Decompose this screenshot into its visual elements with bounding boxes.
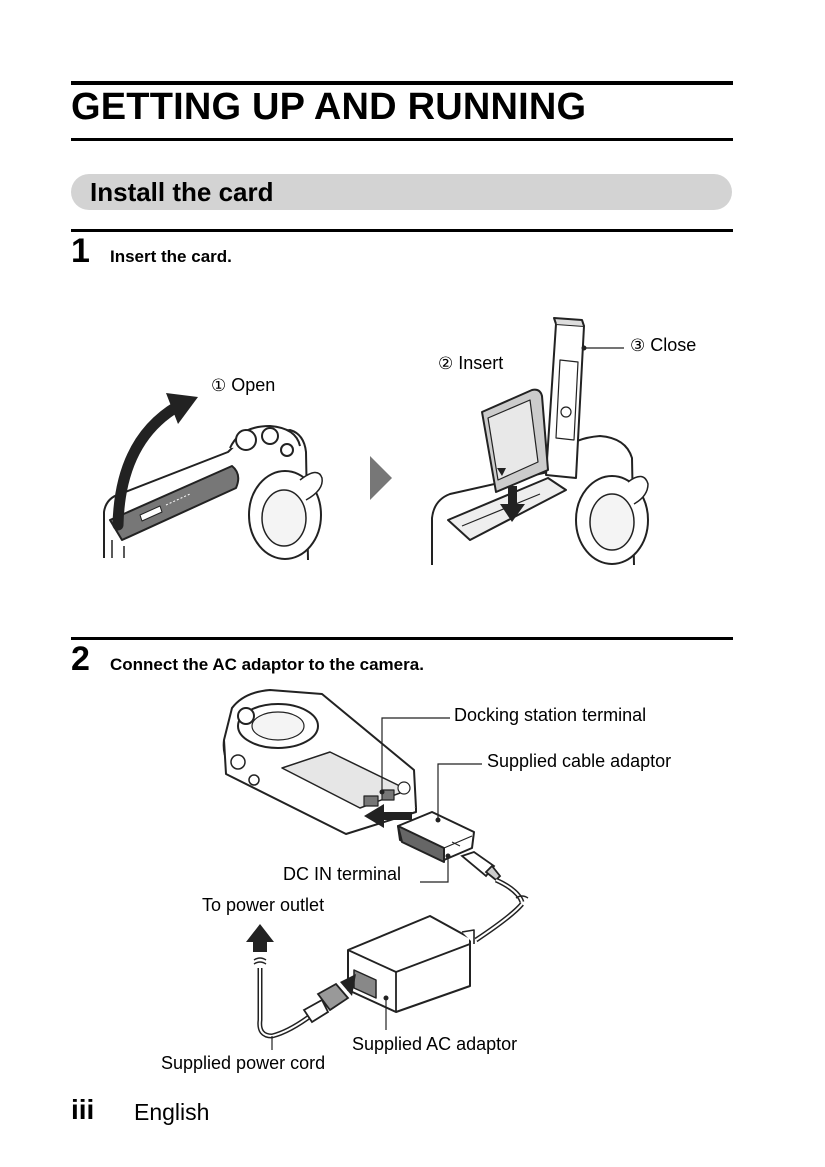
label-open: ① Open xyxy=(211,375,276,395)
camera-rear-drawing xyxy=(222,689,417,835)
camera-open-cover-drawing xyxy=(103,425,323,561)
section-header: Install the card xyxy=(71,174,732,210)
label-ac-adaptor: Supplied AC adaptor xyxy=(352,1034,518,1054)
open-arrow-head xyxy=(166,393,198,424)
label-docking-terminal: Docking station terminal xyxy=(454,705,647,725)
dc-plug-drawing xyxy=(460,851,502,882)
insert-arrow-shaft xyxy=(508,486,517,508)
page-number: iii xyxy=(71,1094,95,1125)
section-title: Install the card xyxy=(90,177,274,207)
cable-adaptor-drawing xyxy=(397,811,475,863)
top-rule xyxy=(71,81,733,85)
step-2-number: 2 xyxy=(71,640,90,678)
power-plug-arrow xyxy=(340,974,356,996)
card-insert-illustration xyxy=(103,317,649,566)
label-power-outlet: To power outlet xyxy=(202,895,325,915)
connect-arrow xyxy=(364,804,412,828)
step-2-rule xyxy=(71,637,733,640)
step-arrow-icon xyxy=(370,456,392,500)
label-close: ③ Close xyxy=(630,335,697,355)
step-1-text: Insert the card. xyxy=(110,247,232,266)
page-title: GETTING UP AND RUNNING xyxy=(71,86,587,128)
step-1-rule xyxy=(71,229,733,232)
insert-arrow-head xyxy=(500,504,525,522)
step-1-number: 1 xyxy=(71,232,90,270)
label-dc-in-terminal: DC IN terminal xyxy=(283,864,402,884)
step-2-text: Connect the AC adaptor to the camera. xyxy=(110,655,424,674)
power-plug-drawing xyxy=(302,982,350,1024)
power-outlet-arrow xyxy=(246,924,274,952)
label-power-cord: Supplied power cord xyxy=(161,1053,326,1073)
footer-language: English xyxy=(134,1099,210,1125)
title-underline xyxy=(71,138,733,141)
label-cable-adaptor: Supplied cable adaptor xyxy=(487,751,672,771)
ac-adaptor-drawing xyxy=(347,915,475,1013)
label-insert: ② Insert xyxy=(438,353,504,373)
open-arrow xyxy=(112,400,184,531)
